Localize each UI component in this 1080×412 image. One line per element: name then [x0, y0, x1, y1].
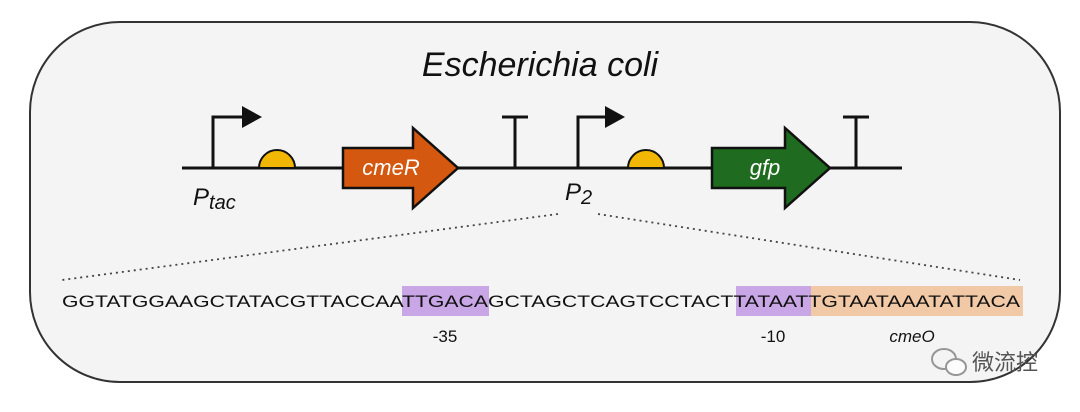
- gene-gfp-arrow: [710, 125, 832, 211]
- gene-gfp-label: gfp: [750, 155, 781, 180]
- promoter-ptac-icon: [211, 106, 262, 168]
- promoter-p2-icon: [576, 106, 625, 168]
- watermark-text: 微流控: [972, 351, 1038, 376]
- diagram-title: Escherichia coli: [422, 46, 660, 84]
- label-10: -10: [761, 327, 786, 346]
- promoter-p2-label: P2: [565, 179, 592, 209]
- box-10-highlight: [736, 286, 811, 316]
- promoter-ptac-label: Ptac: [193, 184, 236, 214]
- operator-highlight: [811, 286, 1023, 316]
- zoom-line-right: [597, 213, 1021, 281]
- box-35-highlight: [402, 286, 489, 316]
- gene-cmer-arrow: [341, 125, 460, 211]
- wechat-icon: [931, 348, 967, 376]
- terminator-1-icon: [502, 115, 528, 168]
- terminator-2-icon: [843, 115, 869, 168]
- rbs-1-icon: [257, 149, 297, 169]
- label-operator: cmeO: [889, 327, 934, 346]
- label-35: -35: [433, 327, 458, 346]
- rbs-2-icon: [626, 149, 666, 169]
- gene-cmer-label: cmeR: [362, 155, 420, 180]
